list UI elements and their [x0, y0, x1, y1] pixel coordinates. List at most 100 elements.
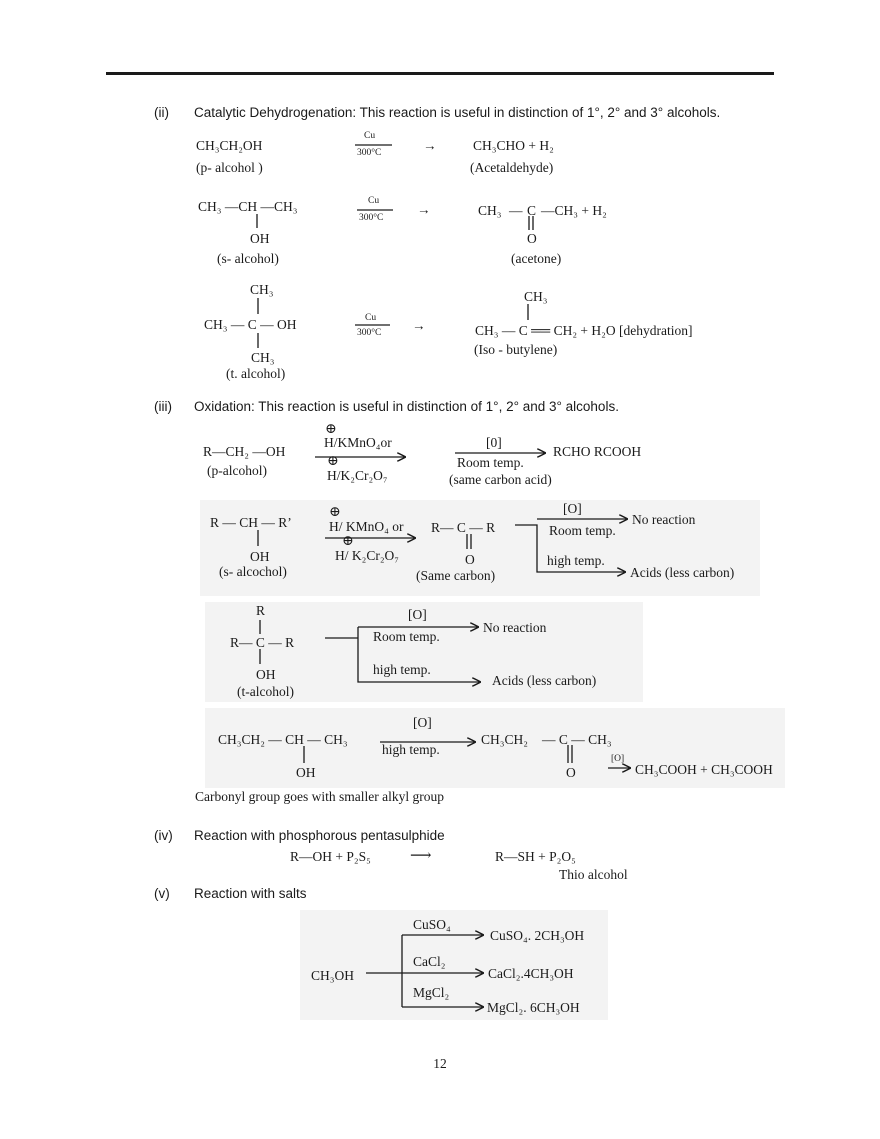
r2-arrow: →: [417, 202, 431, 217]
p-oplus-bottom: ⊕: [327, 454, 339, 469]
p-product: RCHO RCOOH: [553, 444, 642, 459]
r3-product-top: CH₃: [524, 289, 548, 304]
s-oxidant: [O]: [563, 501, 582, 516]
t-name: (t-alcohol): [237, 684, 294, 699]
t-high-temp: high temp.: [373, 662, 431, 677]
ex-ketone-left: CH₃CH₂: [481, 732, 528, 747]
r3-temperature: 300°C: [357, 328, 382, 338]
s-no-reaction: No reaction: [632, 512, 696, 527]
r2-product-c: C: [527, 203, 537, 218]
t-oh: OH: [256, 667, 276, 682]
section-iii-text: This reaction is useful in distinction o…: [254, 399, 619, 414]
p-name: (p-alcohol): [207, 463, 267, 478]
p-note: (same carbon acid): [449, 472, 552, 487]
r2-product-right: —CH₃ + H₂: [541, 203, 607, 218]
v-reactant: CH₃OH: [311, 968, 354, 983]
s-reactant: R — CH — R’: [210, 515, 292, 530]
section-iii-number: (iii): [154, 399, 172, 414]
p-oplus-top: ⊕: [325, 422, 337, 437]
ex-oh: OH: [296, 765, 316, 780]
ex-ketone-o: O: [566, 765, 576, 780]
r3-catalyst: Cu: [365, 313, 377, 323]
p-reagent-bottom: H/K₂Cr₂O₇: [327, 468, 388, 483]
section-v-heading: Reaction with salts: [194, 886, 307, 901]
section-ii-heading: Catalytic Dehydrogenation: This reaction…: [194, 106, 720, 120]
section-iii-title: Oxidation:: [194, 399, 255, 414]
r2-reactant: CH₃ —CH —CH₃: [198, 199, 298, 214]
p-condition: Room temp.: [457, 455, 524, 470]
section-ii-number: (ii): [154, 105, 169, 120]
t-oxidant: [O]: [408, 607, 427, 622]
p-reagent-top: H/KMnO₄or: [324, 435, 392, 450]
s-oplus-top: ⊕: [329, 505, 341, 520]
salts-panel: [300, 910, 608, 1020]
header-rule: [106, 72, 774, 75]
s-ketone: R— C — R: [431, 520, 496, 535]
ex-products: CH₃COOH + CH₃COOH: [635, 762, 773, 777]
s-reagent-top: H/ KMnO₄ or: [329, 519, 404, 534]
s-oplus-bottom: ⊕: [342, 534, 354, 549]
s-name: (s- alcochol): [219, 564, 287, 579]
r2-product-bond: —: [509, 203, 523, 218]
section-iv-heading: Reaction with phosphorous pentasulphide: [194, 828, 445, 843]
ex-ketone-c: — C — CH₃: [542, 732, 612, 747]
section-ii-text: This reaction is useful in distinction o…: [356, 105, 721, 120]
r1-product: CH₃CHO + H₂: [473, 138, 554, 153]
s-room-temp: Room temp.: [549, 523, 616, 538]
section-ii-title: Catalytic Dehydrogenation:: [194, 105, 357, 120]
r3-main: CH₃ — C — OH: [204, 317, 297, 332]
iv-product-name: Thio alcohol: [559, 867, 628, 882]
section-v-number: (v): [154, 886, 170, 901]
ex-reactant: CH₃CH₂ — CH — CH₃: [218, 732, 348, 747]
iv-right: R—SH + P₂O₅: [495, 849, 576, 864]
t-no-reaction: No reaction: [483, 620, 547, 635]
r3-top: CH₃: [250, 282, 274, 297]
v-branch-2: CaCl₂: [413, 954, 446, 969]
p-reactant: R—CH₂ —OH: [203, 444, 286, 459]
v-branch-1: CuSO₄: [413, 917, 451, 932]
t-acids: Acids (less carbon): [492, 673, 597, 688]
section-iii-heading: Oxidation: This reaction is useful in di…: [194, 400, 619, 414]
r3-product-name: (Iso - butylene): [474, 342, 558, 357]
r2-product-o: O: [527, 231, 537, 246]
r1-reactant: CH₃CH₂OH: [196, 138, 263, 153]
iv-left: R—OH + P₂S₅: [290, 849, 371, 864]
r2-oh: OH: [250, 231, 270, 246]
v-product-3: MgCl₂. 6CH₃OH: [487, 1000, 580, 1015]
r1-arrow: →: [423, 138, 437, 153]
ex-oxidant-2: [O]: [611, 754, 625, 764]
oxidation-s-panel: [200, 500, 760, 596]
v-product-1: CuSO₄. 2CH₃OH: [490, 928, 585, 943]
s-reagent-bottom: H/ K₂Cr₂O₇: [335, 548, 399, 563]
t-top: R: [256, 603, 266, 618]
r3-bottom: CH₃: [251, 350, 275, 365]
r1-reactant-name: (p- alcohol ): [196, 160, 263, 175]
oxidation-example-panel: [205, 708, 785, 788]
s-high-temp: high temp.: [547, 553, 605, 568]
r1-temperature: 300°C: [357, 148, 382, 158]
v-branch-3: MgCl₂: [413, 985, 450, 1000]
s-acids: Acids (less carbon): [630, 565, 735, 580]
s-oh: OH: [250, 549, 270, 564]
t-room-temp: Room temp.: [373, 629, 440, 644]
oxidation-note: Carbonyl group goes with smaller alkyl g…: [195, 789, 444, 804]
s-ketone-o: O: [465, 552, 475, 567]
ex-condition: high temp.: [382, 742, 440, 757]
s-ketone-name: (Same carbon): [416, 568, 496, 583]
p-oxidant: [0]: [486, 435, 502, 450]
r2-product-left: CH₃: [478, 203, 502, 218]
r1-product-name: (Acetaldehyde): [470, 160, 554, 175]
r2-product-name: (acetone): [511, 251, 562, 266]
r3-reactant-name: (t. alcohol): [226, 366, 286, 381]
r2-catalyst: Cu: [368, 196, 380, 206]
r3-arrow: →: [412, 318, 426, 333]
r1-catalyst: Cu: [364, 131, 376, 141]
t-main: R— C — R: [230, 635, 295, 650]
section-iv-number: (iv): [154, 828, 173, 843]
r2-temperature: 300°C: [359, 213, 384, 223]
v-product-2: CaCl₂.4CH₃OH: [488, 966, 574, 981]
page-number: 12: [433, 1056, 447, 1071]
r2-reactant-name: (s- alcohol): [217, 251, 279, 266]
r3-product: CH₃ — C ══ CH₂ + H₂O [dehydration]: [475, 323, 693, 338]
